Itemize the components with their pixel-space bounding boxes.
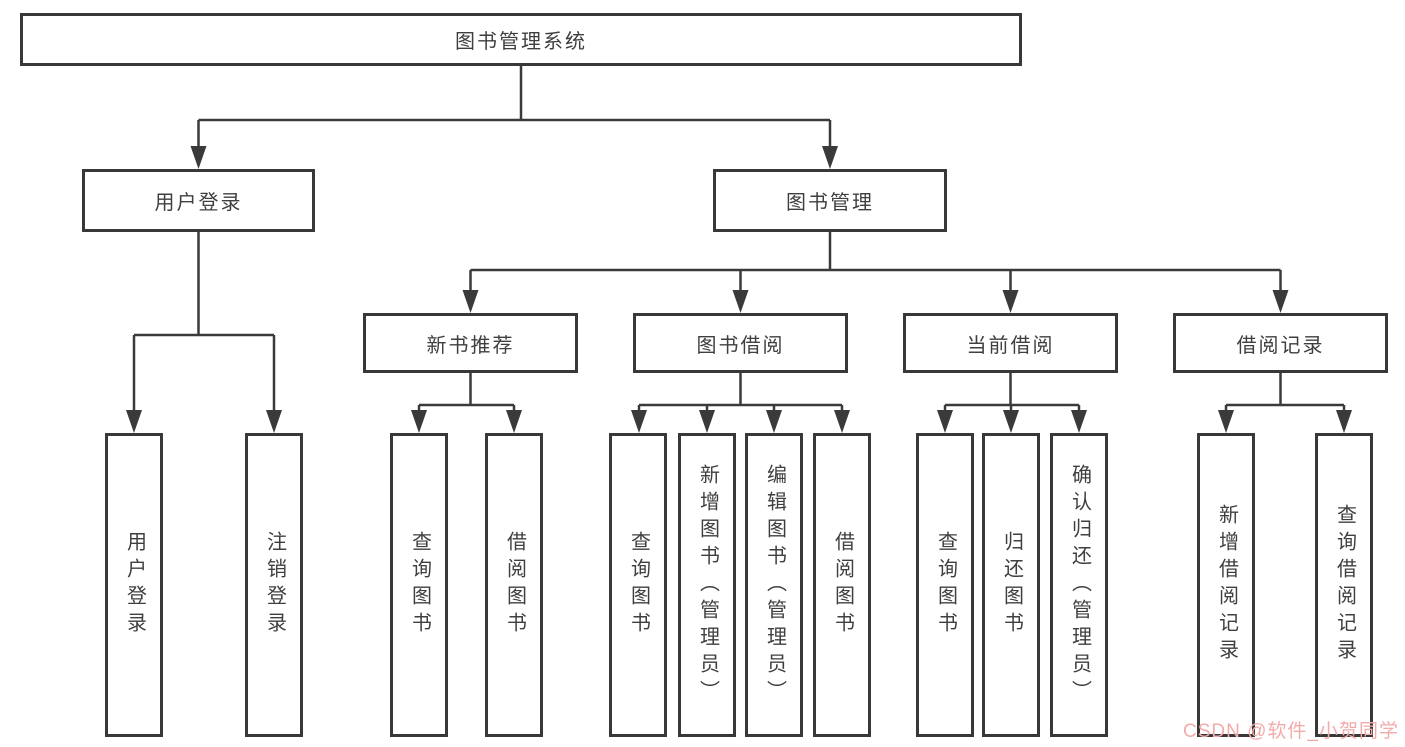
node-user-login: 用户登录 (82, 169, 315, 232)
node-current-borrow: 当前借阅 (903, 313, 1118, 373)
node-borrow-records: 借阅记录 (1173, 313, 1388, 373)
node-label: 查询图书 (627, 531, 650, 639)
node-new-book-recommend: 新书推荐 (363, 313, 578, 373)
node-label: 新书推荐 (426, 334, 515, 357)
node-book-management: 图书管理 (713, 169, 947, 232)
node-label: 用户登录 (154, 192, 243, 214)
leaf-borrow-books: 借阅图书 (813, 433, 871, 737)
node-book-borrow: 图书借阅 (633, 313, 848, 373)
node-label: 用户登录 (123, 531, 146, 639)
node-label: 归还图书 (1000, 531, 1023, 639)
leaf-query-books-borrow: 查询图书 (609, 433, 667, 737)
leaf-borrow-books-recommend: 借阅图书 (485, 433, 543, 737)
node-label: 编辑图书（管理员） (763, 463, 786, 707)
node-label: 图书管理 (786, 192, 874, 214)
node-label: 查询图书 (408, 531, 431, 639)
leaf-logout: 注销登录 (245, 433, 303, 737)
node-label: 借阅记录 (1236, 334, 1325, 357)
node-label: 查询图书 (934, 531, 957, 639)
node-label: 图书借阅 (696, 334, 785, 357)
node-label: 当前借阅 (966, 334, 1055, 357)
leaf-add-borrow-record: 新增借阅记录 (1197, 433, 1255, 737)
node-root: 图书管理系统 (20, 13, 1022, 66)
leaf-query-books-recommend: 查询图书 (390, 433, 448, 737)
node-label: 注销登录 (263, 531, 286, 639)
node-label: 新增图书（管理员） (696, 463, 719, 707)
node-label: 借阅图书 (503, 531, 526, 639)
node-label: 查询借阅记录 (1333, 504, 1356, 666)
leaf-edit-book-admin: 编辑图书（管理员） (745, 433, 803, 737)
leaf-return-book: 归还图书 (982, 433, 1040, 737)
leaf-add-book-admin: 新增图书（管理员） (678, 433, 736, 737)
leaf-query-borrow-record: 查询借阅记录 (1315, 433, 1373, 737)
node-label: 确认归还（管理员） (1068, 463, 1091, 707)
node-label: 借阅图书 (831, 531, 854, 639)
leaf-confirm-return-admin: 确认归还（管理员） (1050, 433, 1108, 737)
node-label: 新增借阅记录 (1215, 504, 1238, 666)
csdn-watermark: CSDN @软件_小贺同学 (1183, 721, 1399, 742)
leaf-query-books-current: 查询图书 (916, 433, 974, 737)
node-label: 图书管理系统 (455, 31, 587, 53)
leaf-user-login: 用户登录 (105, 433, 163, 737)
